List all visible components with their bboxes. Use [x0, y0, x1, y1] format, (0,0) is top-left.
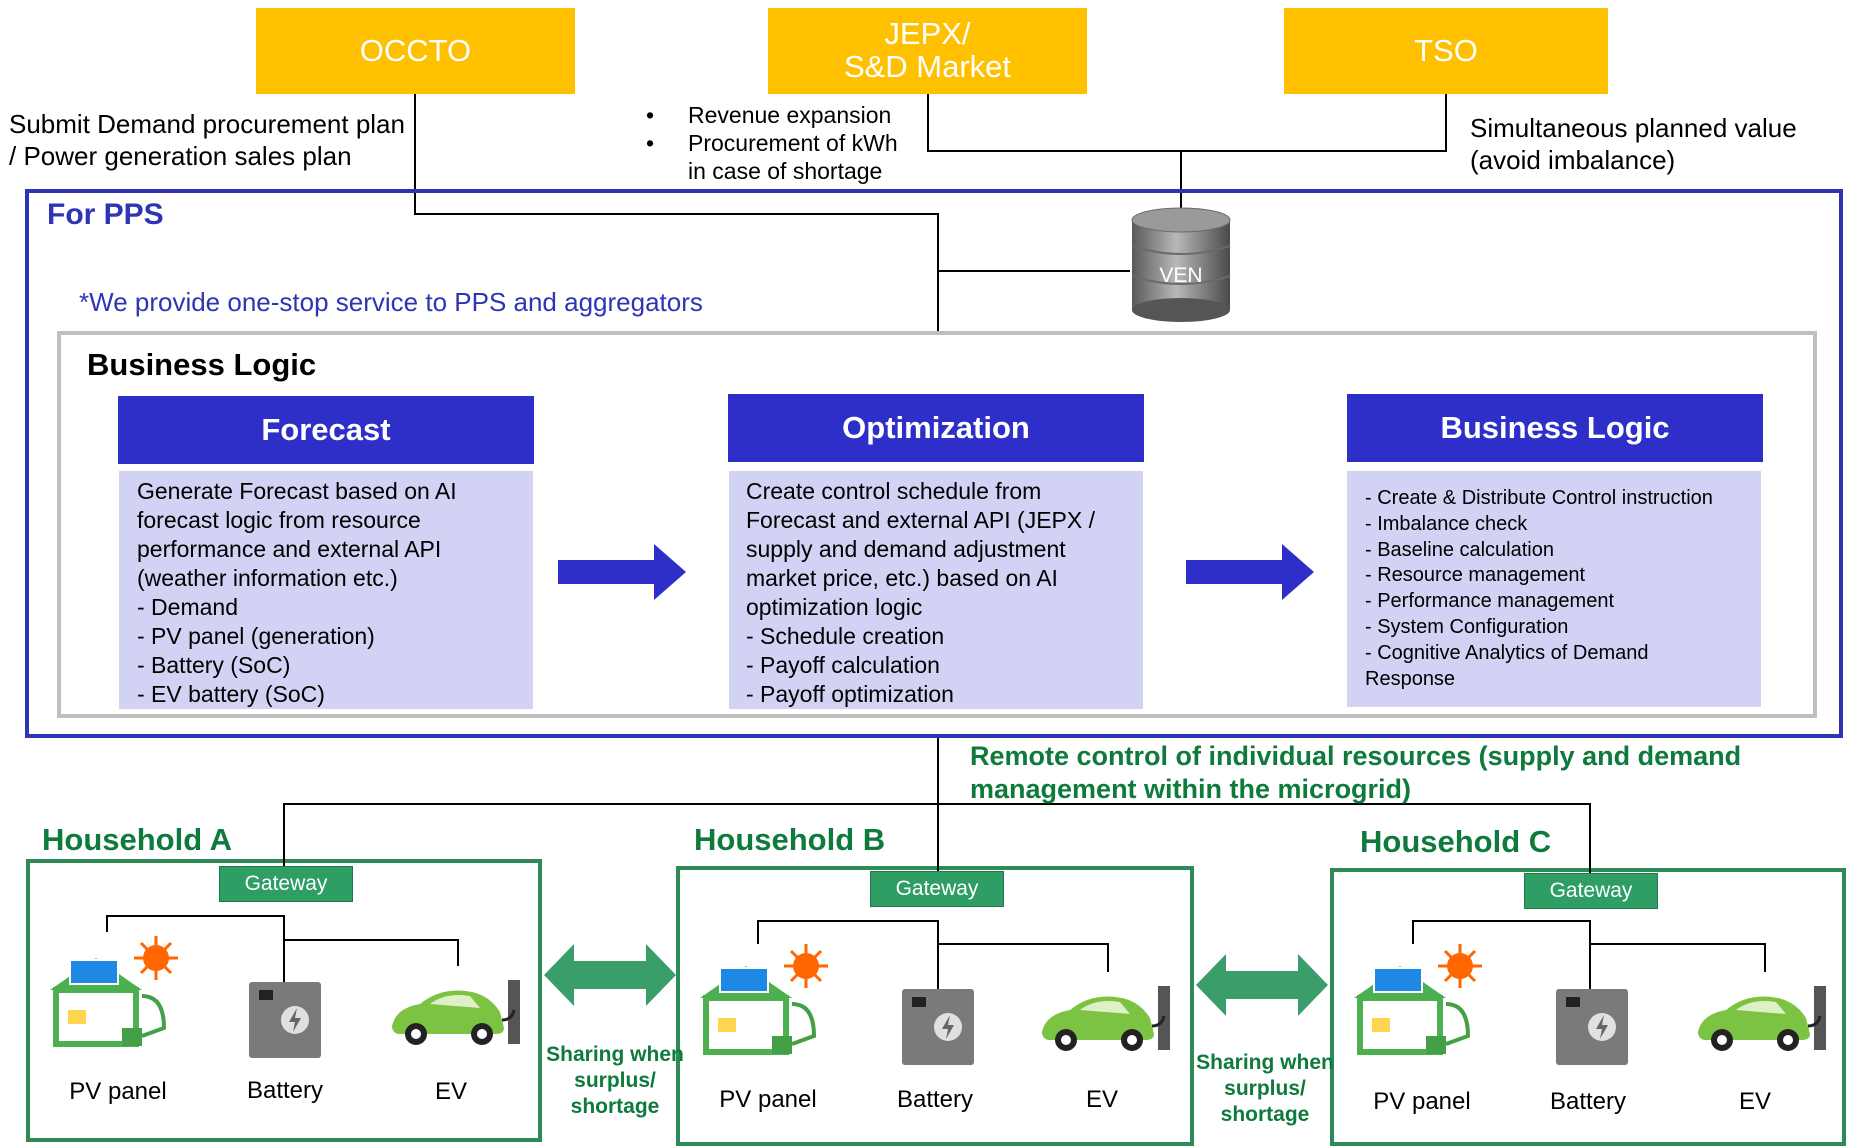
arrow-right-icon	[1186, 544, 1314, 600]
jepx-box: JEPX/ S&D Market	[768, 8, 1087, 94]
pps-frame	[25, 189, 1843, 738]
battery-icon	[1556, 989, 1628, 1065]
gateway-c: Gateway	[1524, 873, 1658, 909]
household-b-title: Household B	[694, 822, 886, 857]
jepx-bullet-1: Revenue expansion	[646, 101, 898, 129]
sharing-label-bc: Sharing when surplus/ shortage	[1196, 1051, 1334, 1126]
ev-icon	[392, 980, 520, 1045]
remote-control-text: Remote control of individual resources (…	[970, 741, 1742, 804]
pv-house-icon	[1354, 944, 1482, 1055]
label-battery: Battery	[1549, 1088, 1627, 1115]
arrow-right-icon	[558, 544, 686, 600]
pps-title: For PPS	[47, 198, 164, 231]
household-a-title: Household A	[42, 822, 233, 857]
label-pv-panel: PV panel	[1373, 1088, 1471, 1115]
label-battery: Battery	[246, 1077, 324, 1104]
business-logic-body: - Create & Distribute Control instructio…	[1347, 471, 1761, 707]
pv-house-icon	[700, 944, 828, 1055]
label-battery: Battery	[896, 1086, 974, 1113]
ven-label: VEN	[1159, 264, 1203, 287]
label-ev: EV	[1085, 1086, 1118, 1113]
forecast-header: Forecast	[118, 396, 534, 464]
business-logic-frame	[57, 331, 1817, 718]
occto-box: OCCTO	[256, 8, 575, 94]
label-pv-panel: PV panel	[69, 1078, 167, 1105]
ev-icon	[1698, 986, 1826, 1051]
optimization-body: Create control schedule from Forecast an…	[729, 471, 1143, 709]
business-logic-title: Business Logic	[87, 347, 317, 382]
ven-database-icon: VEN	[1130, 206, 1232, 324]
double-arrow-icon	[544, 944, 676, 1006]
pps-subtitle: *We provide one-stop service to PPS and …	[79, 287, 703, 317]
battery-icon	[902, 989, 974, 1065]
optimization-header: Optimization	[728, 394, 1144, 462]
sharing-label-ab: Sharing when surplus/ shortage	[546, 1043, 684, 1118]
occto-note: Submit Demand procurement plan / Power g…	[9, 109, 405, 171]
jepx-bullet-2: Procurement of kWh in case of shortage	[646, 129, 898, 185]
tso-box: TSO	[1284, 8, 1608, 94]
business-logic-header: Business Logic	[1347, 394, 1763, 462]
label-ev: EV	[434, 1078, 467, 1105]
ev-icon	[1042, 986, 1170, 1051]
label-pv-panel: PV panel	[719, 1086, 817, 1113]
gateway-b: Gateway	[870, 871, 1004, 907]
forecast-body: Generate Forecast based on AI forecast l…	[119, 471, 533, 709]
label-ev: EV	[1738, 1088, 1771, 1115]
jepx-bullets: Revenue expansion Procurement of kWh in …	[646, 101, 898, 185]
gateway-a: Gateway	[219, 866, 353, 902]
battery-icon	[249, 982, 321, 1058]
tso-note: Simultaneous planned value (avoid imbala…	[1470, 113, 1797, 175]
pv-house-icon	[50, 936, 178, 1047]
double-arrow-icon	[1196, 954, 1328, 1016]
household-c-title: Household C	[1360, 824, 1552, 859]
